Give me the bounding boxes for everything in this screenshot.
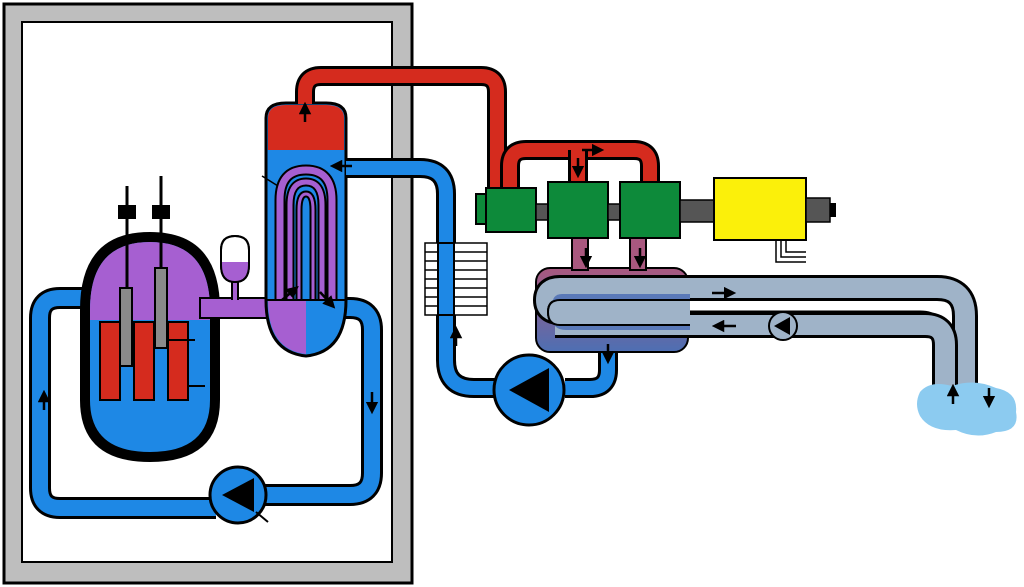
feedwater-heater xyxy=(424,242,488,316)
arrow-icon xyxy=(319,291,336,309)
fuel-rods xyxy=(99,321,205,401)
flow-arrows xyxy=(37,101,996,415)
high-pressure-turbine xyxy=(475,187,551,233)
feedwater-pump xyxy=(492,353,566,427)
low-pressure-turbine-2 xyxy=(619,181,717,239)
control-rods xyxy=(118,176,195,367)
steam-generator xyxy=(261,101,348,358)
arrow-icon xyxy=(281,285,299,301)
generator xyxy=(713,177,836,263)
cooling-water-pump xyxy=(768,311,798,341)
primary-coolant-pump xyxy=(208,465,269,525)
cooling-water-loop xyxy=(533,275,978,395)
cooling-water-source xyxy=(917,382,1017,436)
main-steam-line xyxy=(295,66,660,190)
pressurizer xyxy=(220,234,250,300)
low-pressure-turbine-1 xyxy=(547,181,623,239)
